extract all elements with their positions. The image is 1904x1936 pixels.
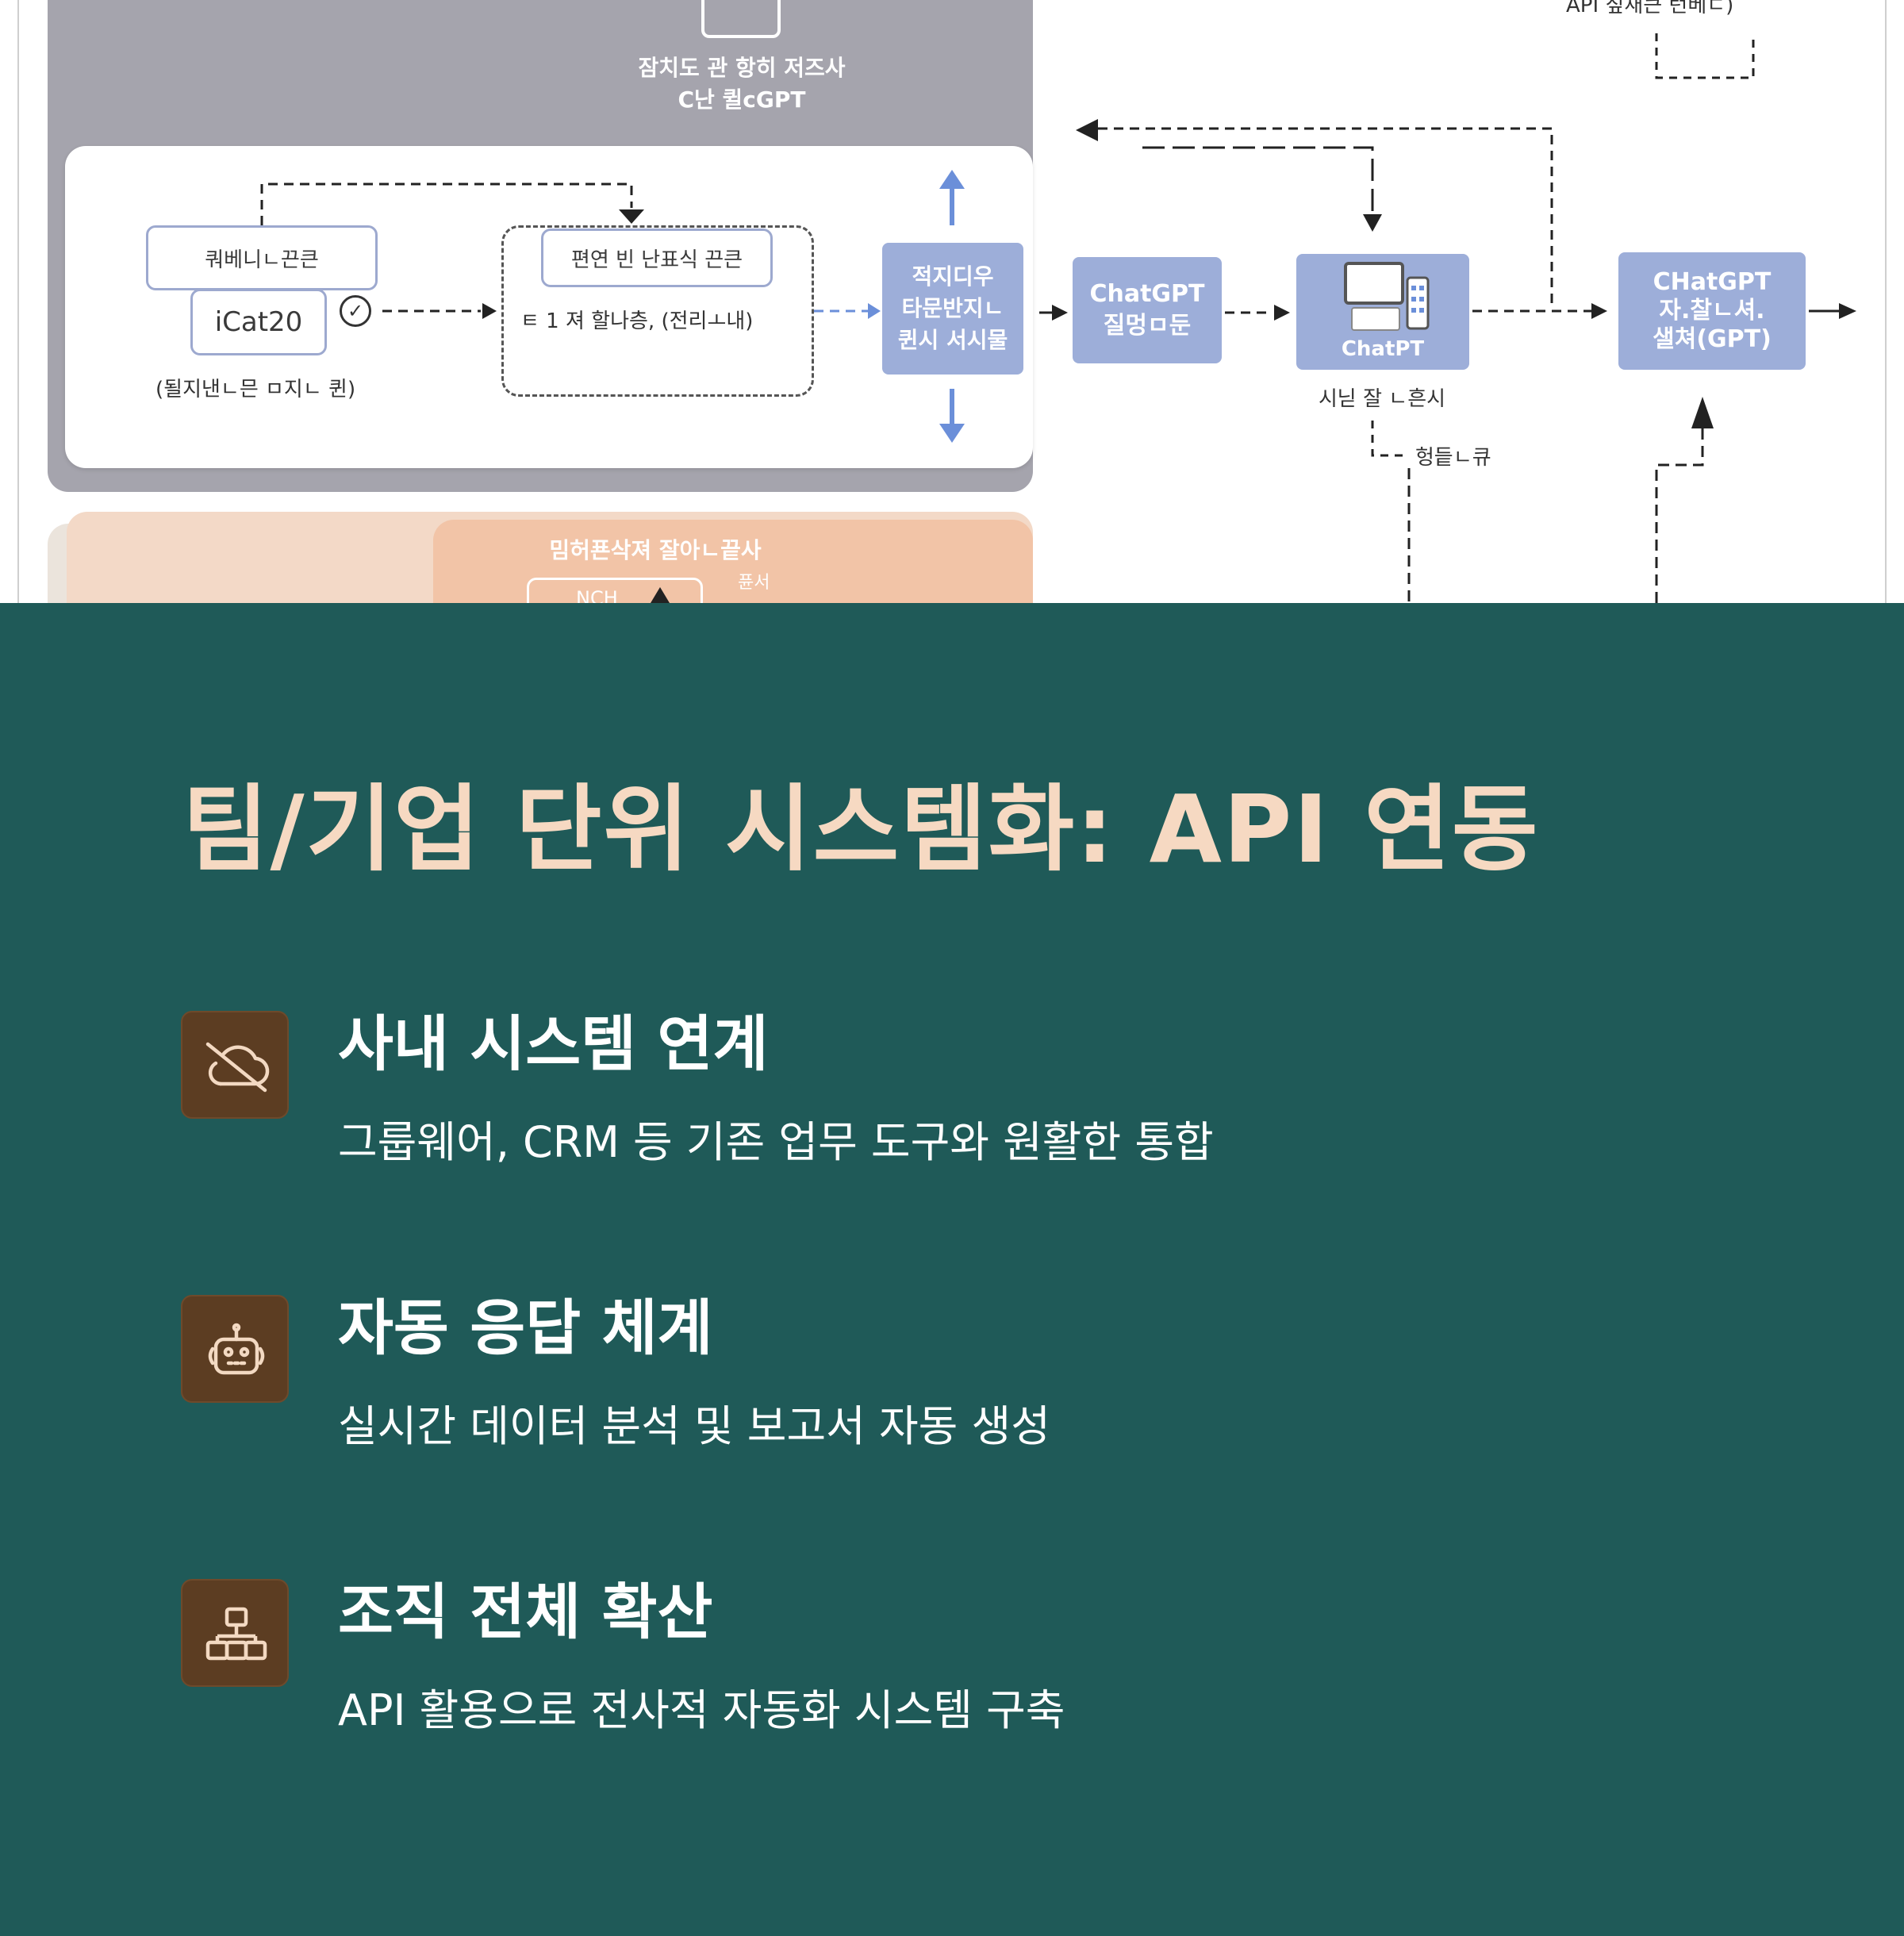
frame-right-border (1885, 0, 1887, 603)
feature-description: 그룹웨어, CRM 등 기존 업무 도구와 원활한 통합 (338, 1117, 1214, 1167)
panel-top-icon (701, 0, 781, 38)
branch-label: 헝듵ㄴ큐 (1415, 446, 1491, 470)
check-circle-icon: ✓ (340, 295, 371, 327)
feature-description: 실시간 데이터 분석 및 보고서 자동 생성 (338, 1401, 1050, 1451)
cloud-off-icon (205, 1042, 270, 1093)
node-chatgpt-2-label: ChatPT (1341, 337, 1425, 361)
feature-item-auto-response: 자동 응답 체계 실시간 데이터 분석 및 보고서 자동 생성 (181, 1290, 1768, 1481)
node-middle: 편연 빈 난표식 끈큰 (541, 229, 773, 287)
diagram-arrows (260, 33, 1856, 603)
feature-icon-box (181, 1011, 289, 1119)
robot-icon (208, 1323, 265, 1375)
flow-diagram-image: 잠치도 관 항히 저즈사 C난 퀼cGPT 쿼베니ㄴ끈큰 iCat20 ✓ (될… (0, 0, 1904, 603)
node-chatgpt-1: ChatGPT 질멍ㅁ둔 (1073, 257, 1222, 363)
salmon-panel (433, 520, 1033, 603)
node-icat: iCat20 (190, 289, 327, 355)
api-label: API 짚새큰 턴베ㄷ) (1566, 0, 1734, 17)
middle-text: ㅌ 1 져 할나층, (전리ㅗ내) (520, 309, 754, 333)
computer-calculator-icon (1344, 262, 1430, 331)
chatgpt-2-caption: 시닏 잘 ㄴ흔시 (1319, 387, 1446, 411)
feature-icon-box (181, 1295, 289, 1403)
feature-description: API 활용으로 전사적 자동화 시스템 구축 (338, 1685, 1065, 1735)
salmon-box-label: NCH (576, 587, 618, 603)
feature-title: 사내 시스템 연계 (338, 1008, 769, 1079)
dashed-group-box (501, 225, 814, 397)
node-chatgpt-3: CHatGPT 자.찰ㄴ셔. 샐쳐(GPT) (1618, 252, 1806, 370)
caption-left: (될지낸ㄴ믄 ㅁ지ㄴ 퀸) (155, 378, 356, 401)
network-icon (205, 1607, 267, 1661)
salmon-panel-title: 밈허푠삭져 잘아ㄴ끝사 (549, 537, 762, 563)
feature-title: 자동 응답 체계 (338, 1293, 713, 1363)
salmon-box (527, 578, 703, 603)
feature-title: 조직 전체 확산 (338, 1577, 713, 1647)
frame-left-border (17, 0, 19, 603)
node-blue-left: 적지디우 타문반지ㄴ 퀸시 서시물 (882, 243, 1023, 375)
page-title: 팀/기업 단위 시스템화: API 연동 (182, 774, 1540, 884)
salmon-small-label: 퓬서 (738, 573, 770, 593)
grey-panel-title: 잠치도 관 항히 저즈사 C난 퀼cGPT (638, 55, 846, 113)
feature-icon-box (181, 1579, 289, 1687)
feature-item-integration: 사내 시스템 연계 그룹웨어, CRM 등 기존 업무 도구와 원활한 통합 (181, 1006, 1768, 1197)
node-top-left: 쿼베니ㄴ끈큰 (146, 225, 378, 290)
feature-item-org-expansion: 조직 전체 확산 API 활용으로 전사적 자동화 시스템 구축 (181, 1574, 1768, 1765)
